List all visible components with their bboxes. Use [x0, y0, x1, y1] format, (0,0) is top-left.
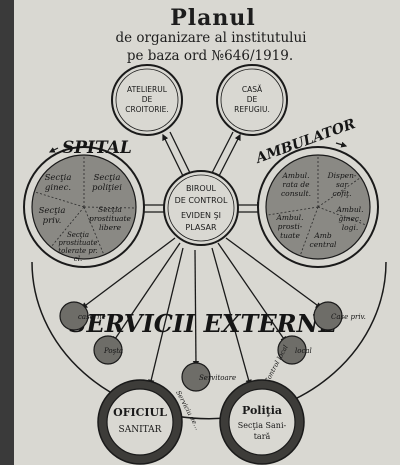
posta-circle — [93, 335, 123, 365]
spital-s3-line2: priv. — [43, 216, 62, 226]
biroul-line1: BIROUL — [186, 184, 217, 193]
casa-line2: DE — [247, 95, 258, 104]
spital-s2-line2: poliţiei — [92, 183, 122, 193]
amb-a1-line1: Ambul. — [282, 171, 310, 180]
connector-lines — [80, 131, 323, 387]
amb-a5-line2: central — [310, 240, 338, 249]
amb-a4-line2: ginec. — [338, 214, 361, 223]
politia-line1: Poliţia — [242, 404, 282, 417]
spital-s2-line1: Secţia — [94, 173, 121, 183]
spital-s4-line1: Secţia — [98, 205, 122, 214]
amb-a2-line2: sar — [336, 180, 348, 189]
case-priv-label: Case priv. — [331, 313, 366, 321]
amb-a4-line1: Ambul. — [336, 205, 364, 214]
amb-a2-line3: cofiţ. — [332, 189, 351, 198]
amb-a1-line2: rata de — [282, 180, 310, 189]
oficiul-line2: SANITAR — [119, 425, 162, 435]
title-line3: pe baza ord №646/1919. — [127, 48, 293, 64]
ambulator-dividers — [267, 155, 367, 257]
atelierul-circle-inner — [115, 68, 179, 132]
atelierul-line3: CROITORIE. — [125, 105, 169, 114]
spital-s3-line1: Secţia — [39, 206, 66, 216]
amb-a5-line1: Amb — [313, 231, 332, 240]
biroul-circle — [163, 170, 239, 246]
localuri-label: local — [295, 347, 312, 355]
spital-s4-line3: libere — [99, 223, 122, 232]
caserne-label: caserne — [78, 313, 106, 321]
spital-s5-line2: prostituate — [58, 239, 97, 247]
spital-s5-line3: tolerate pr. — [58, 247, 97, 255]
title-line2: de organizare al institutului — [115, 30, 307, 46]
casa-line1: CASĂ — [242, 85, 263, 94]
casa-line3: REFUGIU. — [234, 105, 270, 114]
localuri-circle — [277, 335, 307, 365]
amb-a1-line3: consult. — [281, 189, 311, 198]
atelierul-circle — [111, 64, 183, 136]
spital-s1-line1: Secţia — [45, 173, 72, 183]
spital-dividers — [34, 155, 136, 256]
external-services-arc — [31, 261, 387, 420]
caserne-circle — [59, 301, 89, 331]
casa-refugiu-circle-inner — [220, 68, 284, 132]
biroul-circle-inner — [167, 174, 235, 242]
servitoare-circle — [181, 362, 211, 392]
politia-line3: tară — [254, 432, 271, 441]
oficiul-inner-circle — [106, 388, 174, 456]
amb-a2-line1: Dispen- — [327, 171, 357, 180]
ambulator-title-arrow — [335, 141, 348, 148]
spital-title: SPITAL — [62, 138, 132, 158]
servicii-externe-title: SERVICII EXTERNE — [69, 309, 337, 338]
amb-a4-line3: logi. — [342, 223, 359, 232]
politia-line2: Secţia Sani- — [238, 421, 287, 430]
title-main: Planul — [170, 5, 256, 31]
spital-s1-line2: ginec. — [45, 183, 71, 193]
atelierul-line1: ATELIERUL — [127, 85, 168, 94]
biroul-line4: PLASAR — [185, 223, 217, 232]
case-priv-circle — [313, 301, 343, 331]
amb-a3-line2: prosti- — [278, 222, 303, 231]
biroul-line3: EVIDEN ŞI — [181, 211, 221, 220]
casa-refugiu-circle — [216, 64, 288, 136]
spital-s5-line1: Secţia — [67, 231, 89, 239]
amb-a3-line3: tuate — [280, 231, 300, 240]
oficiul-line1: OFICIUL — [113, 406, 167, 419]
servitoare-label: Servitoare — [199, 374, 236, 382]
biroul-line2: DE CONTROL — [175, 196, 228, 205]
spital-s4-line2: prostituate — [89, 214, 131, 223]
amb-a3-line1: Ambul. — [276, 213, 304, 222]
spital-s5-line4: cl. — [74, 255, 82, 263]
paper-shadow-left — [0, 0, 14, 465]
atelierul-line2: DE — [142, 95, 153, 104]
posta-label: Poşta — [103, 347, 123, 355]
spital-title-arrow — [48, 147, 59, 153]
politia-inner-circle — [228, 388, 296, 456]
